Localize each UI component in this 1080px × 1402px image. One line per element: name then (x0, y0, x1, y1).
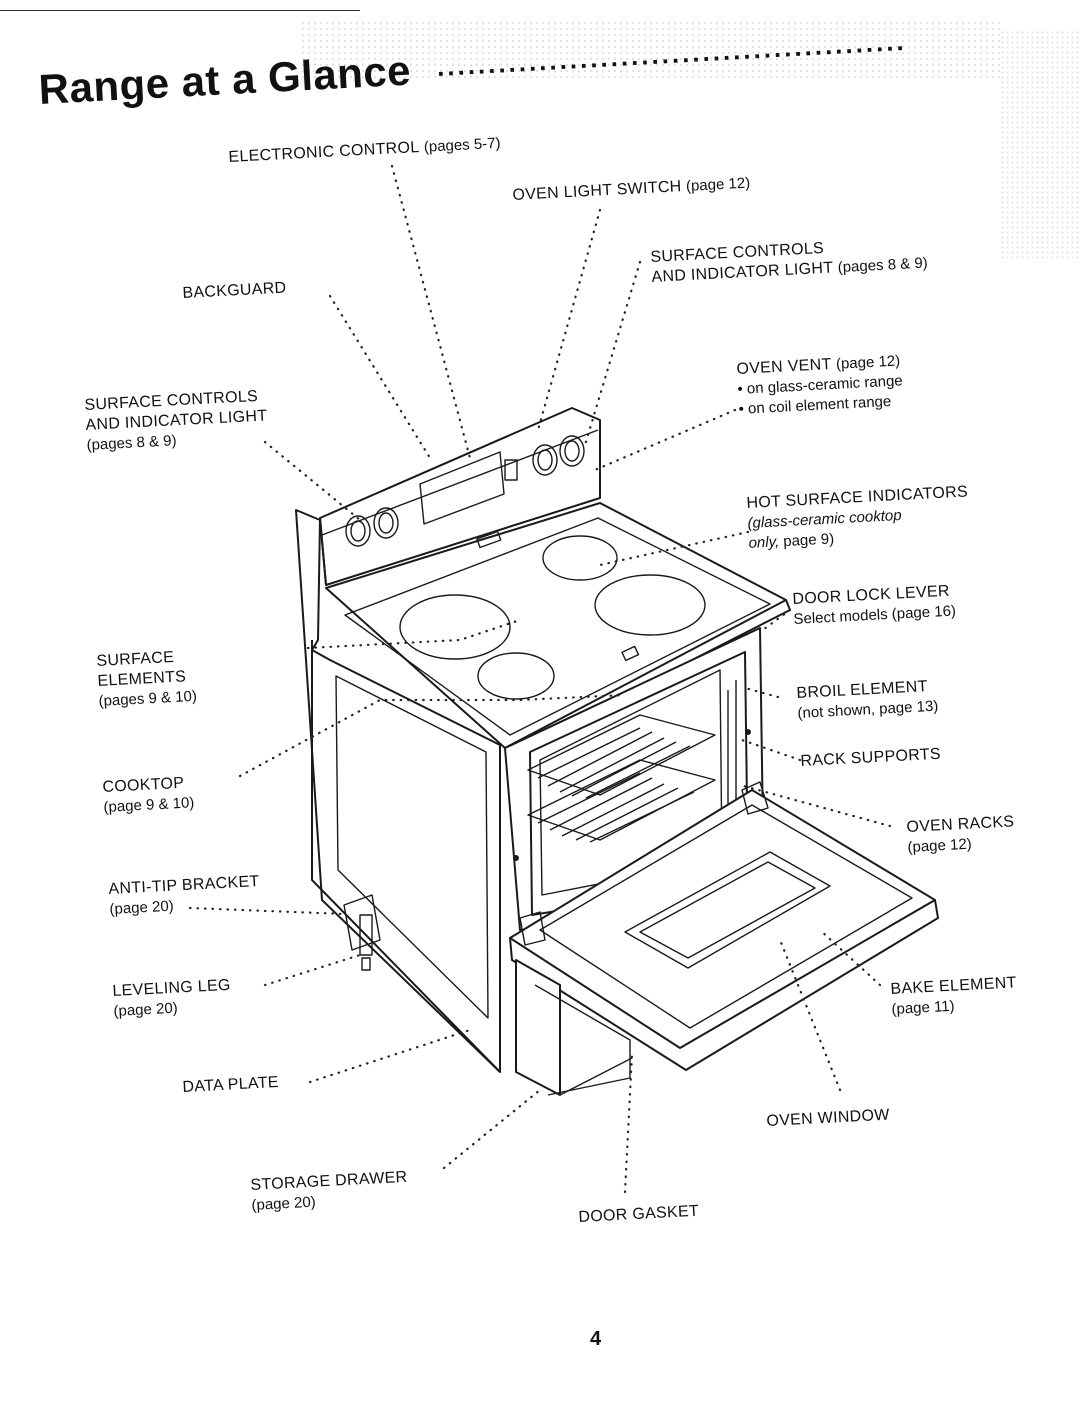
label-note2-italic: only, (748, 533, 780, 552)
header-texture (300, 20, 1000, 80)
top-rule (0, 10, 360, 11)
display-window (419, 451, 505, 525)
label-ref: (page 12) (835, 352, 901, 373)
label-surface-controls-left: SURFACE CONTROLS AND INDICATOR LIGHT (pa… (84, 386, 269, 455)
label-cooktop: COOKTOP (page 9 & 10) (102, 773, 195, 818)
label-door-lock-lever: DOOR LOCK LEVER Select models (page 16) (792, 581, 956, 629)
label-ref: (page 12) (685, 174, 751, 195)
label-hot-surface-indicators: HOT SURFACE INDICATORS (glass-ceramic co… (746, 482, 971, 554)
side-panel (335, 675, 489, 1019)
label-anti-tip-bracket: ANTI-TIP BRACKET (page 20) (108, 872, 261, 920)
anti-tip-bracket-drawing (343, 894, 381, 971)
label-name: OVEN WINDOW (766, 1106, 891, 1130)
margin-texture (1000, 30, 1080, 260)
label-bake-element: BAKE ELEMENT (page 11) (890, 973, 1018, 1020)
label-note2-rest: page 9) (778, 530, 835, 551)
label-name: DOOR GASKET (578, 1202, 700, 1226)
page-number: 4 (590, 1328, 602, 1350)
oven-racks-drawing (527, 714, 716, 843)
leader-lines (188, 164, 892, 1194)
label-oven-vent: OVEN VENT (page 12) • on glass-ceramic r… (736, 351, 904, 420)
label-name: BACKGUARD (182, 279, 287, 302)
label-ref: (pages 5-7) (423, 134, 501, 156)
label-name: DATA PLATE (182, 1073, 280, 1096)
label-storage-drawer: STORAGE DRAWER (page 20) (250, 1168, 409, 1216)
control-knobs (345, 435, 585, 547)
label-name: OVEN VENT (736, 356, 832, 378)
label-oven-racks: OVEN RACKS (page 12) (906, 812, 1016, 858)
label-leveling-leg: LEVELING LEG (page 20) (112, 976, 232, 1022)
range-body (295, 407, 939, 1096)
label-ref: (pages 8 & 9) (837, 254, 929, 277)
storage-drawer-shape (515, 959, 561, 1096)
oven-window-shape (624, 851, 831, 969)
burners (399, 535, 706, 700)
label-broil-element: BROIL ELEMENT (not shown, page 13) (796, 677, 939, 724)
label-surface-elements: SURFACE ELEMENTS (pages 9 & 10) (96, 647, 197, 712)
